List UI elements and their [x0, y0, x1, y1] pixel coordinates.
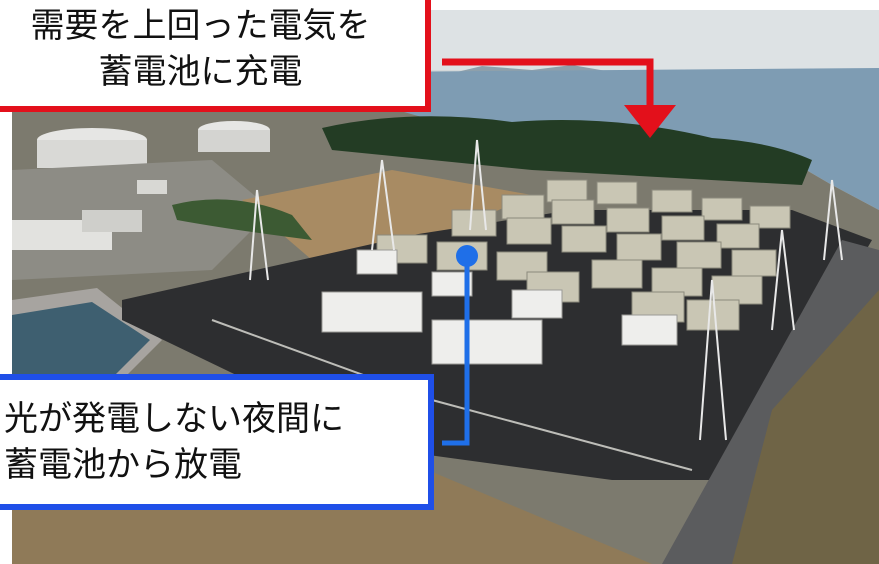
pcs-buildings: [321, 249, 678, 365]
discharge-callout-line2: 蓄電池から放電: [4, 445, 242, 485]
charge-callout: 需要を上回った電気を 蓄電池に充電: [0, 0, 431, 112]
charge-callout-line2: 蓄電池に充電: [98, 52, 303, 92]
charge-arrow-line: [442, 58, 654, 110]
grass-strip: [732, 290, 879, 564]
building: [82, 210, 142, 232]
sea: [362, 68, 879, 210]
hedge: [172, 199, 312, 240]
discharge-callout-line1: 光が発電しない夜間に: [4, 399, 344, 439]
tree-line: [322, 116, 812, 185]
dirt-field: [242, 170, 532, 260]
building: [137, 180, 167, 194]
plant-aerial-photo: [12, 10, 879, 564]
oil-tank: [198, 130, 270, 152]
discharge-marker-dot: [456, 245, 478, 267]
discharge-connector: [442, 256, 470, 446]
pylons: [249, 139, 843, 441]
discharge-callout: 光が発電しない夜間に 蓄電池から放電: [0, 374, 434, 510]
oil-tank: [37, 140, 147, 168]
charge-callout-line1: 需要を上回った電気を: [30, 6, 371, 46]
charge-arrow-head: [624, 105, 676, 138]
